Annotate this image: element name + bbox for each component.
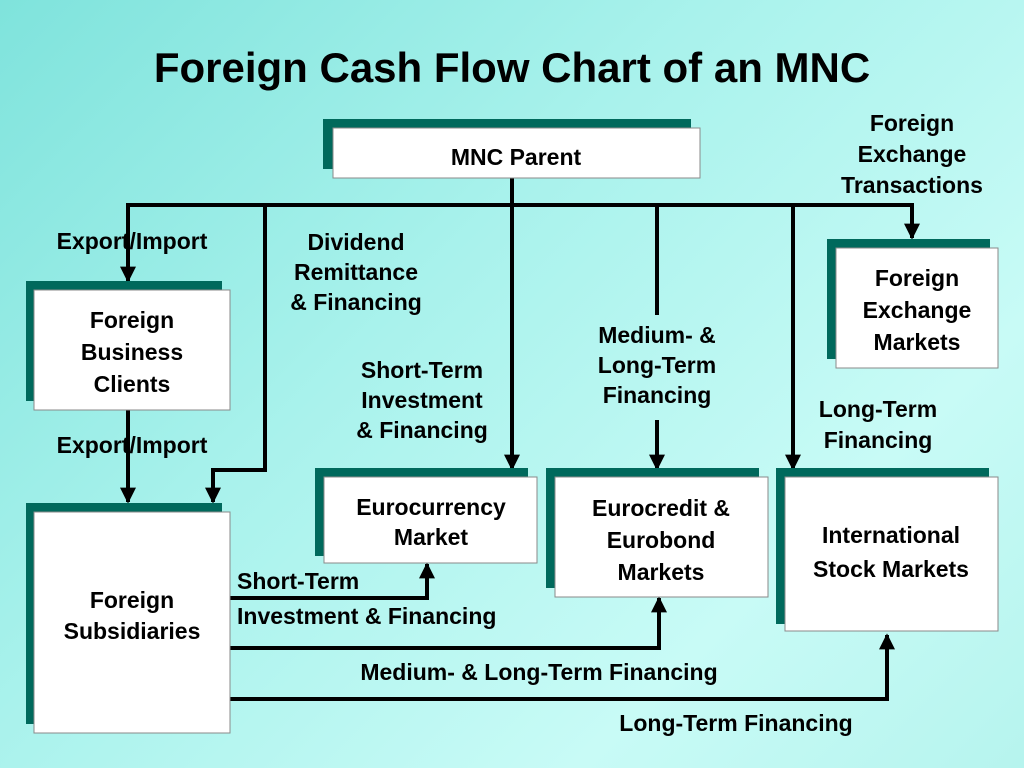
flow-sub-to-eurocredit (230, 596, 667, 650)
text-line: & Financing (356, 417, 488, 443)
text-line: & Financing (290, 289, 422, 315)
text-line: Eurobond (607, 527, 716, 553)
label-export-import-bottom: Export/Import (57, 432, 208, 458)
text-line: Markets (618, 559, 705, 585)
text-line: Financing (603, 382, 712, 408)
node-mnc-parent[interactable]: MNC Parent (323, 119, 701, 179)
node-label: MNC Parent (451, 144, 582, 170)
flow-sub-to-stock-markets (230, 633, 895, 701)
text-line: Business (81, 339, 183, 365)
text-line: Subsidiaries (64, 618, 201, 644)
text-line: Transactions (841, 172, 983, 198)
text-line: Exchange (858, 141, 967, 167)
text-line: Stock Markets (813, 556, 969, 582)
text-line: Investment & Financing (237, 603, 496, 629)
text-line: Foreign (875, 265, 959, 291)
text-line: Financing (824, 427, 933, 453)
text-line: Export/Import (57, 432, 208, 458)
text-line: Export/Import (57, 228, 208, 254)
page-title: Foreign Cash Flow Chart of an MNC (154, 44, 870, 91)
text-line: Short-Term (237, 568, 359, 594)
text-line: Long-Term Financing (619, 710, 852, 736)
text-line: Investment (361, 387, 483, 413)
text-line: Short-Term (361, 357, 483, 383)
text-line: Foreign (90, 587, 174, 613)
text-line: Market (394, 524, 468, 550)
text-line: Medium- & Long-Term Financing (360, 659, 717, 685)
flow-dividend-remittance (205, 205, 267, 504)
text-line: Markets (874, 329, 961, 355)
flow-lines (120, 178, 920, 701)
label-long-term-subsidiary: Long-Term Financing (619, 710, 852, 736)
text-line: Foreign (870, 110, 954, 136)
text-line: Long-Term (819, 396, 937, 422)
text-line: Long-Term (598, 352, 716, 378)
text-line: Foreign (90, 307, 174, 333)
text-line: Eurocurrency (356, 494, 506, 520)
text-line: Eurocredit & (592, 495, 730, 521)
text-line: Clients (94, 371, 171, 397)
text-line: Remittance (294, 259, 418, 285)
text-line: Medium- & (598, 322, 716, 348)
text-line: International (822, 522, 960, 548)
label-medium-long-term-subsidiary: Medium- & Long-Term Financing (360, 659, 717, 685)
text-line: MNC Parent (451, 144, 582, 170)
text-line: Dividend (307, 229, 404, 255)
text-line: Exchange (863, 297, 972, 323)
flow-sub-to-eurocurrency (230, 562, 435, 600)
label-export-import-top: Export/Import (57, 228, 208, 254)
